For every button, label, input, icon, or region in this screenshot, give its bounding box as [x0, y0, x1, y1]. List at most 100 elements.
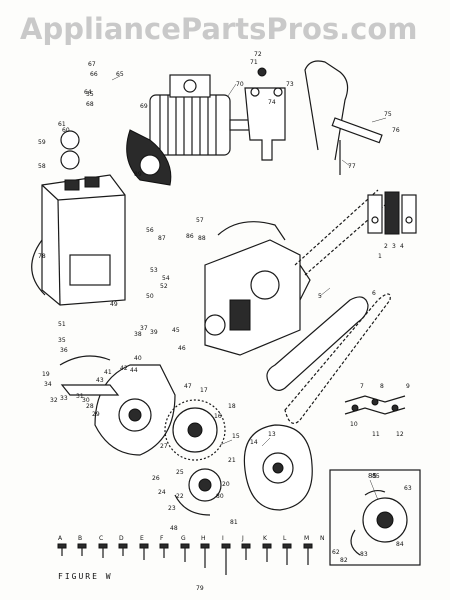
- part-label: 75: [384, 111, 392, 118]
- part-label: 84: [396, 541, 404, 548]
- part-label: 85: [372, 473, 380, 480]
- part-label: 26: [152, 475, 160, 482]
- mounting-bracket: [244, 67, 286, 161]
- part-label: 15: [232, 433, 240, 440]
- part-label: 66: [90, 71, 98, 78]
- part-label: 87: [158, 235, 166, 242]
- part-label: 74: [268, 99, 276, 106]
- part-label: 43: [96, 377, 104, 384]
- part-label: 12: [396, 431, 404, 438]
- part-label: 61: [58, 121, 66, 128]
- part-label: 29: [92, 411, 100, 418]
- part-callouts: 1 2 3 4 5 6 7 8 9 10 11 12 13 14 15 16 1…: [38, 51, 412, 592]
- starter-pulley: [174, 468, 222, 516]
- part-label: 51: [58, 321, 66, 328]
- screw-letter-j: J: [241, 535, 244, 542]
- part-label: 1: [378, 253, 382, 260]
- handle-bar: [304, 60, 383, 175]
- screw-letter-e: E: [140, 535, 144, 542]
- part-label: 65: [116, 71, 124, 78]
- part-label: 33: [60, 395, 68, 402]
- part-label: 47: [184, 383, 192, 390]
- part-label: 34: [44, 381, 52, 388]
- part-label: 16: [214, 413, 222, 420]
- part-label: 45: [172, 327, 180, 334]
- inset-detail-box: [329, 469, 421, 566]
- screw-letter-l: L: [283, 535, 287, 542]
- part-label: 81: [230, 519, 238, 526]
- part-label: 71: [250, 59, 258, 66]
- part-label: 76: [392, 127, 400, 134]
- part-label: 4: [400, 243, 404, 250]
- part-label: 62: [332, 549, 340, 556]
- saw-main-body: [204, 221, 311, 356]
- screw-letter-d: D: [119, 535, 124, 542]
- part-label: 19: [42, 371, 50, 378]
- part-label: 40: [134, 355, 142, 362]
- part-label: 6: [372, 290, 376, 297]
- part-label: 80: [216, 493, 224, 500]
- part-label: 46: [178, 345, 186, 352]
- part-label: 68: [86, 101, 94, 108]
- part-label: 32: [50, 397, 58, 404]
- screw-letter-b: B: [78, 535, 82, 542]
- guide-bar: [266, 296, 369, 391]
- watermark-text: AppliancePartsPros.com: [20, 12, 418, 46]
- part-label: 38: [134, 331, 142, 338]
- screw-letter-h: H: [201, 535, 206, 542]
- chain-guide-parts: [367, 191, 417, 235]
- part-label: 8: [380, 383, 384, 390]
- part-label: 31: [76, 393, 84, 400]
- part-label: 39: [150, 329, 158, 336]
- starter-cover: [243, 424, 313, 511]
- part-label: 41: [104, 369, 112, 376]
- part-label: 35: [58, 337, 66, 344]
- part-label: 50: [146, 293, 154, 300]
- screw-letter-c: C: [99, 535, 103, 542]
- part-label: 56: [146, 227, 154, 234]
- part-label: 86: [186, 233, 194, 240]
- engine-cylinder: [126, 74, 259, 186]
- part-label: 69: [140, 103, 148, 110]
- leader-lines: [111, 75, 387, 501]
- screw-letter-k: K: [263, 535, 268, 542]
- screw-letter-labels: A B C D E F G H I J K L M N: [58, 535, 325, 542]
- part-label: 5: [318, 293, 322, 300]
- part-label: 21: [228, 457, 236, 464]
- saw-chain-upper: [294, 189, 386, 276]
- fuel-tank-housing: [31, 130, 126, 306]
- part-label: 55: [86, 91, 94, 98]
- chain-links-detail: [344, 395, 406, 415]
- part-label: 58: [38, 163, 46, 170]
- part-label: 70: [236, 81, 244, 88]
- part-label: 30: [82, 397, 90, 404]
- part-label: 79: [196, 585, 204, 592]
- part-label: 7: [360, 383, 364, 390]
- part-label: 78: [38, 253, 46, 260]
- figure-caption: FIGURE W: [58, 572, 113, 581]
- part-label: 23: [168, 505, 176, 512]
- part-label: 44: [130, 367, 138, 374]
- screw-letter-m: M: [304, 535, 309, 542]
- part-label: 64: [84, 89, 92, 96]
- part-label: 37: [140, 325, 148, 332]
- part-label: 10: [350, 421, 358, 428]
- part-label: 83: [360, 551, 368, 558]
- part-label: 54: [162, 275, 170, 282]
- part-label: 60: [62, 127, 70, 134]
- flywheel-gear: [164, 399, 226, 461]
- part-label: 49: [110, 301, 118, 308]
- part-label: 2: [384, 243, 388, 250]
- part-label: 82: [340, 557, 348, 564]
- part-label: 48: [170, 525, 178, 532]
- part-label: 3: [392, 243, 396, 250]
- part-label: 18: [228, 403, 236, 410]
- screw-letter-i: I: [222, 535, 224, 542]
- part-label: 24: [158, 489, 166, 496]
- part-label: 57: [196, 217, 204, 224]
- part-label: 9: [406, 383, 410, 390]
- screw-letter-f: F: [160, 535, 164, 542]
- part-label: 72: [254, 51, 262, 58]
